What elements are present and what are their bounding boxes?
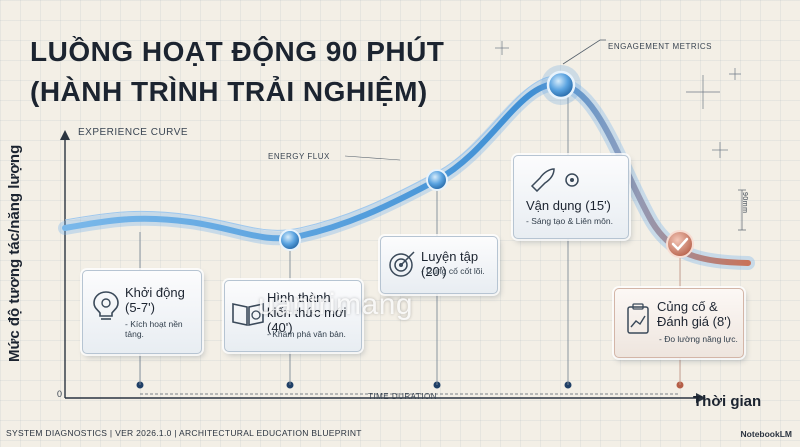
- step-desc-practice: - Củng cố cốt lõi.: [421, 266, 485, 276]
- step-card-practice: Luyện tập (20') - Củng cố cốt lõi.: [380, 236, 498, 294]
- check-node: [666, 230, 694, 258]
- step-title-application: Vận dụng (15'): [526, 198, 611, 213]
- step-desc-new-knowledge: - Khám phá văn bản.: [267, 329, 346, 339]
- y-axis-arrowhead: [60, 130, 70, 140]
- step-desc-application: - Sáng tạo & Liên môn.: [526, 216, 613, 226]
- step-title-practice: Luyện tập (20'): [421, 249, 479, 279]
- rocket-gear-icon: [530, 168, 579, 192]
- energy-flux-label: ENERGY FLUX: [268, 152, 330, 161]
- step-desc-review: - Đo lường năng lực.: [659, 334, 738, 344]
- step-title-new-knowledge: Hình thành kiến thức mới (40'): [267, 290, 347, 335]
- open-book-icon: [232, 303, 264, 326]
- curve-node-3: [426, 169, 448, 191]
- target-arrow-icon: [389, 251, 415, 277]
- x-axis-arrowhead: [696, 393, 706, 403]
- x-axis-ticks: [136, 381, 684, 389]
- y-axis-label: Mức độ tương tác/năng lượng: [6, 144, 23, 362]
- experience-curve-label: EXPERIENCE CURVE: [78, 127, 189, 138]
- decorative-crosshairs: [495, 41, 741, 158]
- step-card-new-knowledge: Hình thành kiến thức mới (40') - Khám ph…: [224, 280, 362, 352]
- step-card-application: Vận dụng (15') - Sáng tạo & Liên môn.: [513, 155, 629, 239]
- watermark-text: uantrimang: [258, 288, 414, 321]
- step-card-review: Củng cố & Đánh giá (8') - Đo lường năng …: [614, 288, 744, 358]
- x-axis-label: Thời gian: [693, 393, 762, 410]
- step-title-review: Củng cố & Đánh giá (8'): [657, 299, 732, 329]
- step-desc-warmup: - Kích hoạt nền tảng.: [125, 319, 183, 339]
- clipboard-chart-icon: [627, 303, 649, 334]
- diagram-title-line-2: (HÀNH TRÌNH TRẢI NGHIỆM): [30, 76, 428, 107]
- footer-text: SYSTEM DIAGNOSTICS | VER 2026.1.0 | ARCH…: [6, 428, 362, 438]
- lightbulb-gear-icon: [93, 291, 119, 320]
- curve-parallel-line: [64, 75, 559, 231]
- engagement-leader-line: [562, 39, 606, 65]
- diagram-title-line-1: LUỒNG HOẠT ĐỘNG 90 PHÚT: [30, 36, 445, 67]
- brand-label: NotebookLM: [740, 429, 792, 439]
- energy-flux-leader: [344, 155, 401, 161]
- scale-marker-label: 90mm: [741, 192, 748, 214]
- origin-label: 0: [57, 389, 63, 399]
- checkmark-icon: [671, 237, 689, 251]
- curve-node-2: [279, 229, 301, 251]
- step-card-warmup: Khởi động (5-7') - Kích hoạt nền tảng.: [82, 270, 202, 354]
- step-title-warmup: Khởi động (5-7'): [125, 285, 185, 315]
- scale-bar: [738, 189, 746, 231]
- curve-node-4: [546, 70, 576, 100]
- engagement-metrics-label: ENGAGEMENT METRICS: [608, 42, 712, 51]
- time-duration-label: TIME DURATION: [368, 392, 438, 401]
